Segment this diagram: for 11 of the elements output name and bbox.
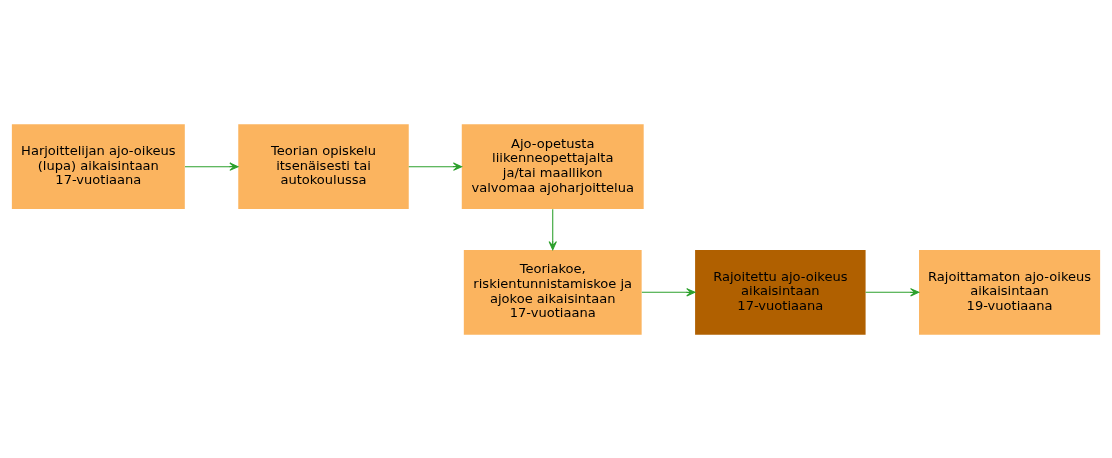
- arrow: [184, 162, 239, 171]
- node-box: Teorian opiskelu itsenäisesti tai autokoulussa: [238, 123, 409, 209]
- node-box: Rajoitettu ajo-oikeus aikaisintaan 17-vuotiaana: [695, 249, 866, 335]
- node-box: Rajoittamaton ajo-oikeus aikaisintaan 19-vuotiaana: [919, 249, 1101, 335]
- arrow: [408, 162, 463, 171]
- arrow: [548, 208, 557, 250]
- node-box: Ajo-opetusta liikenneopettajalta ja/tai maallikon valvomaa ajoharjoittelua: [461, 123, 644, 209]
- node-box: Harjoittelijan ajo-oikeus (lupa) aikaisintaan 17-vuotiaana: [11, 123, 185, 209]
- node-box: Teoriakoe, riskientunnistamiskoe ja ajokoe aikaisintaan 17-vuotiaana: [463, 249, 642, 335]
- arrow: [865, 287, 920, 296]
- arrow: [641, 287, 696, 296]
